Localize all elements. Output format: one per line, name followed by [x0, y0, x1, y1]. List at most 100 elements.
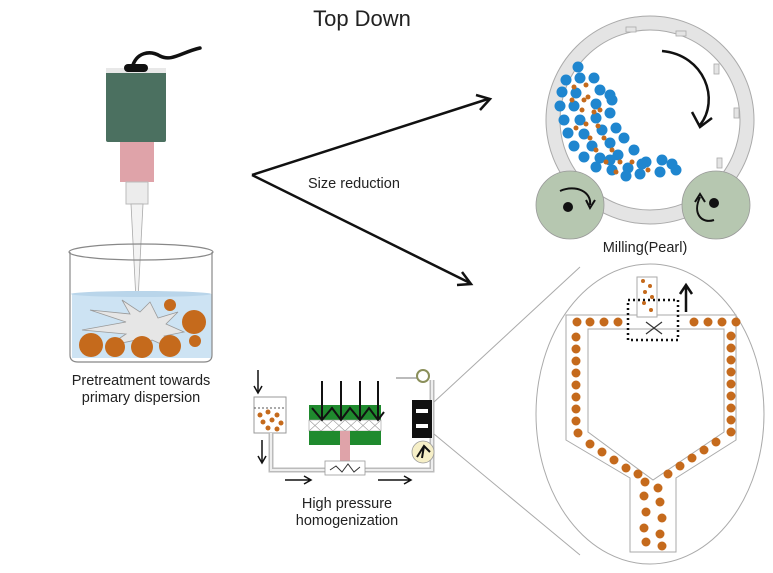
dispersed-particle [650, 295, 654, 299]
milling-bead [618, 132, 630, 144]
milling-bead [604, 107, 616, 119]
milled-particle [583, 121, 589, 127]
milled-particle [597, 107, 603, 113]
dispersed-particle [726, 427, 736, 437]
dispersed-particle [663, 469, 673, 479]
milling-bead [560, 74, 572, 86]
dispersed-particle [657, 513, 667, 523]
dispersed-particle [609, 455, 619, 465]
dispersed-particle [571, 332, 581, 342]
milled-particle [579, 107, 585, 113]
milled-particle [617, 159, 623, 165]
dispersed-particle [621, 463, 631, 473]
dispersed-particle [613, 317, 623, 327]
dispersed-particle [653, 483, 663, 493]
milling-bead [628, 144, 640, 156]
milling-bead [590, 112, 602, 124]
size-reduction-label: Size reduction [308, 176, 400, 192]
hph-label-2: homogenization [296, 513, 398, 529]
milling-bead [666, 158, 678, 170]
dispersed-particle [597, 447, 607, 457]
dispersed-particle [699, 445, 709, 455]
milling-bead [568, 140, 580, 152]
dispersed-particle [703, 317, 713, 327]
dispersed-particle [648, 284, 652, 288]
milling-bead [574, 72, 586, 84]
milling-bead [572, 61, 584, 73]
dispersed-particle [633, 469, 643, 479]
ultrasonic-probe-icon [106, 46, 202, 301]
dispersed-particle [726, 331, 736, 341]
dispersed-particle [726, 403, 736, 413]
milling-bead [556, 86, 568, 98]
dispersed-particle [655, 497, 665, 507]
magnified-valve-icon [535, 263, 765, 565]
milled-particle [603, 159, 609, 165]
milling-bead [634, 168, 646, 180]
milling-bead [562, 127, 574, 139]
dispersed-particle [717, 317, 727, 327]
title: Top Down [313, 6, 411, 31]
dispersed-particle [571, 368, 581, 378]
dispersed-particle [599, 317, 609, 327]
milling-bead [590, 161, 602, 173]
dispersed-particle [711, 437, 721, 447]
milling-bead [588, 72, 600, 84]
milled-particle [581, 97, 587, 103]
milling-bead [654, 166, 666, 178]
milling-bead [590, 98, 602, 110]
dispersed-particle [641, 279, 645, 283]
milled-particle [593, 147, 599, 153]
dispersed-particle [726, 415, 736, 425]
dispersed-particle [640, 477, 650, 487]
dispersed-particle [649, 308, 653, 312]
milling-bead [620, 170, 632, 182]
milled-particle [573, 125, 579, 131]
milling-bead [578, 128, 590, 140]
dispersed-particle [641, 537, 651, 547]
dispersed-particle [655, 529, 665, 539]
dispersed-particle [571, 392, 581, 402]
milled-particle [609, 147, 615, 153]
dispersed-particle [639, 523, 649, 533]
milled-particle [569, 97, 575, 103]
milling-bead [610, 122, 622, 134]
dispersed-particle [731, 317, 741, 327]
dispersed-particle [573, 428, 583, 438]
milling-bead [594, 84, 606, 96]
milled-particle [629, 159, 635, 165]
beaker-icon [68, 243, 214, 363]
dispersed-particle [726, 367, 736, 377]
milling-bead [574, 114, 586, 126]
particles [79, 299, 206, 358]
milling-bead [612, 149, 624, 161]
milled-particle [585, 94, 591, 100]
dispersed-particle [726, 391, 736, 401]
dispersed-particle [642, 301, 646, 305]
dispersed-particle [726, 343, 736, 353]
dispersed-particle [689, 317, 699, 327]
milling-bead [578, 151, 590, 163]
dispersed-particle [585, 317, 595, 327]
milling-bead [594, 152, 606, 164]
milled-particle [595, 123, 601, 129]
milling-bead [656, 154, 668, 166]
dispersed-particle [571, 380, 581, 390]
dispersed-particle [585, 439, 595, 449]
milling-beads [554, 61, 682, 182]
dispersed-particle [572, 317, 582, 327]
milled-particle [645, 167, 651, 173]
pretreatment-label-2: primary dispersion [82, 390, 200, 406]
dispersed-particle [571, 416, 581, 426]
milling-bead [558, 114, 570, 126]
pretreatment-label-1: Pretreatment towards [72, 373, 211, 389]
dispersed-particle [687, 453, 697, 463]
milling-bead [554, 100, 566, 112]
dispersed-particle [726, 379, 736, 389]
dispersed-particle [571, 404, 581, 414]
milling-bead [570, 87, 582, 99]
milling-bead [568, 100, 580, 112]
homogenizer-icon [253, 266, 581, 556]
milled-particle [587, 135, 593, 141]
